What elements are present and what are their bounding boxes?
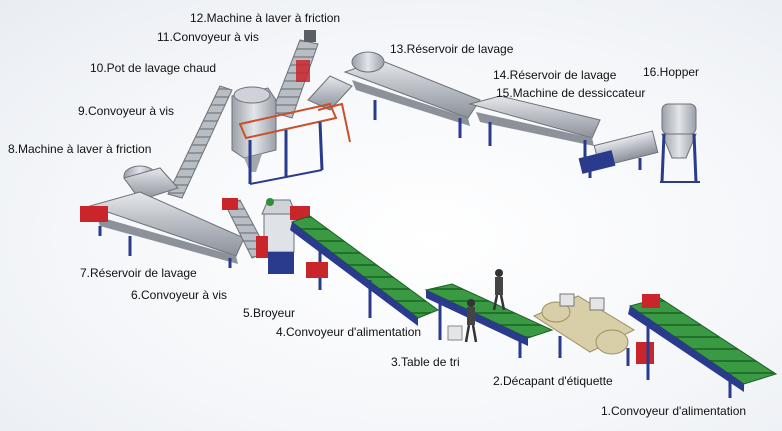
worker-figure-2	[492, 269, 506, 311]
label-3: 3.Table de tri	[391, 355, 460, 369]
label-5: 5.Broyeur	[243, 306, 296, 320]
label-6: 6.Convoyeur à vis	[131, 288, 228, 302]
hopper-16	[660, 103, 700, 183]
sorting-table-3	[424, 269, 554, 358]
worker-figure	[464, 299, 478, 343]
label-10: 10.Pot de lavage chaud	[90, 61, 217, 75]
crusher-5	[256, 198, 310, 274]
label-7: 7.Réservoir de lavage	[80, 266, 197, 280]
label-2: 2.Décapant d'étiquette	[493, 374, 613, 388]
label-4: 4.Convoyeur d'alimentation	[276, 325, 422, 339]
screw-conveyor-11	[307, 75, 353, 111]
feed-conveyor-4	[290, 215, 440, 326]
label-1: 1.Convoyeur d'alimentation	[601, 404, 747, 418]
screw-conveyor-9	[167, 85, 233, 199]
label-16: 16.Hopper	[643, 65, 700, 79]
label-11: 11.Convoyeur à vis	[157, 30, 259, 44]
label-13: 13.Réservoir de lavage	[390, 42, 514, 56]
label-14: 14.Réservoir de lavage	[493, 68, 617, 82]
label-15: 15.Machine de dessiccateur	[496, 86, 646, 100]
dryer-machine-15	[578, 130, 659, 178]
washing-tank-7	[80, 191, 245, 268]
friction-washer-8	[123, 165, 179, 201]
washing-tank-13	[343, 51, 481, 138]
washing-tank-14	[468, 95, 601, 162]
friction-washer-12	[271, 30, 319, 119]
feed-conveyor-1	[628, 294, 778, 398]
label-remover-2	[532, 293, 636, 366]
hot-wash-pot-10	[231, 86, 351, 185]
label-9: 9.Convoyeur à vis	[78, 104, 175, 118]
label-8: 8.Machine à laver à friction	[8, 142, 152, 156]
label-12: 12.Machine à laver à friction	[190, 11, 341, 25]
